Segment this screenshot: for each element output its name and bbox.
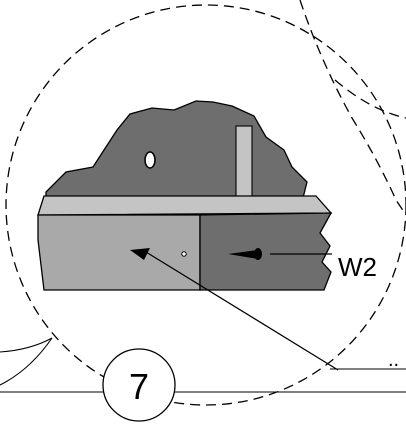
arrow-shaft: [145, 251, 339, 371]
arrow-head-icon: [130, 248, 150, 260]
dowel-hole: [144, 151, 156, 169]
detail-circle: [5, 4, 406, 406]
step-number-circle: [102, 348, 176, 422]
vertical-strip: [235, 125, 253, 199]
step-number: 7: [129, 366, 149, 407]
ellipsis-text: ..: [388, 349, 399, 371]
leader-curve-left-2: [0, 337, 53, 386]
panel-pin-hole: [181, 251, 187, 257]
callout-label: W2: [338, 252, 377, 282]
side-panel: [199, 212, 333, 291]
secondary-dashed-arc-2: [334, 79, 406, 119]
secondary-dashed-arc: [299, 0, 406, 216]
horizontal-rail: [37, 195, 333, 216]
screw-icon: [228, 248, 262, 260]
front-panel: [37, 214, 201, 291]
leader-curve-left: [0, 337, 53, 353]
upper-wood-piece: [45, 100, 308, 199]
